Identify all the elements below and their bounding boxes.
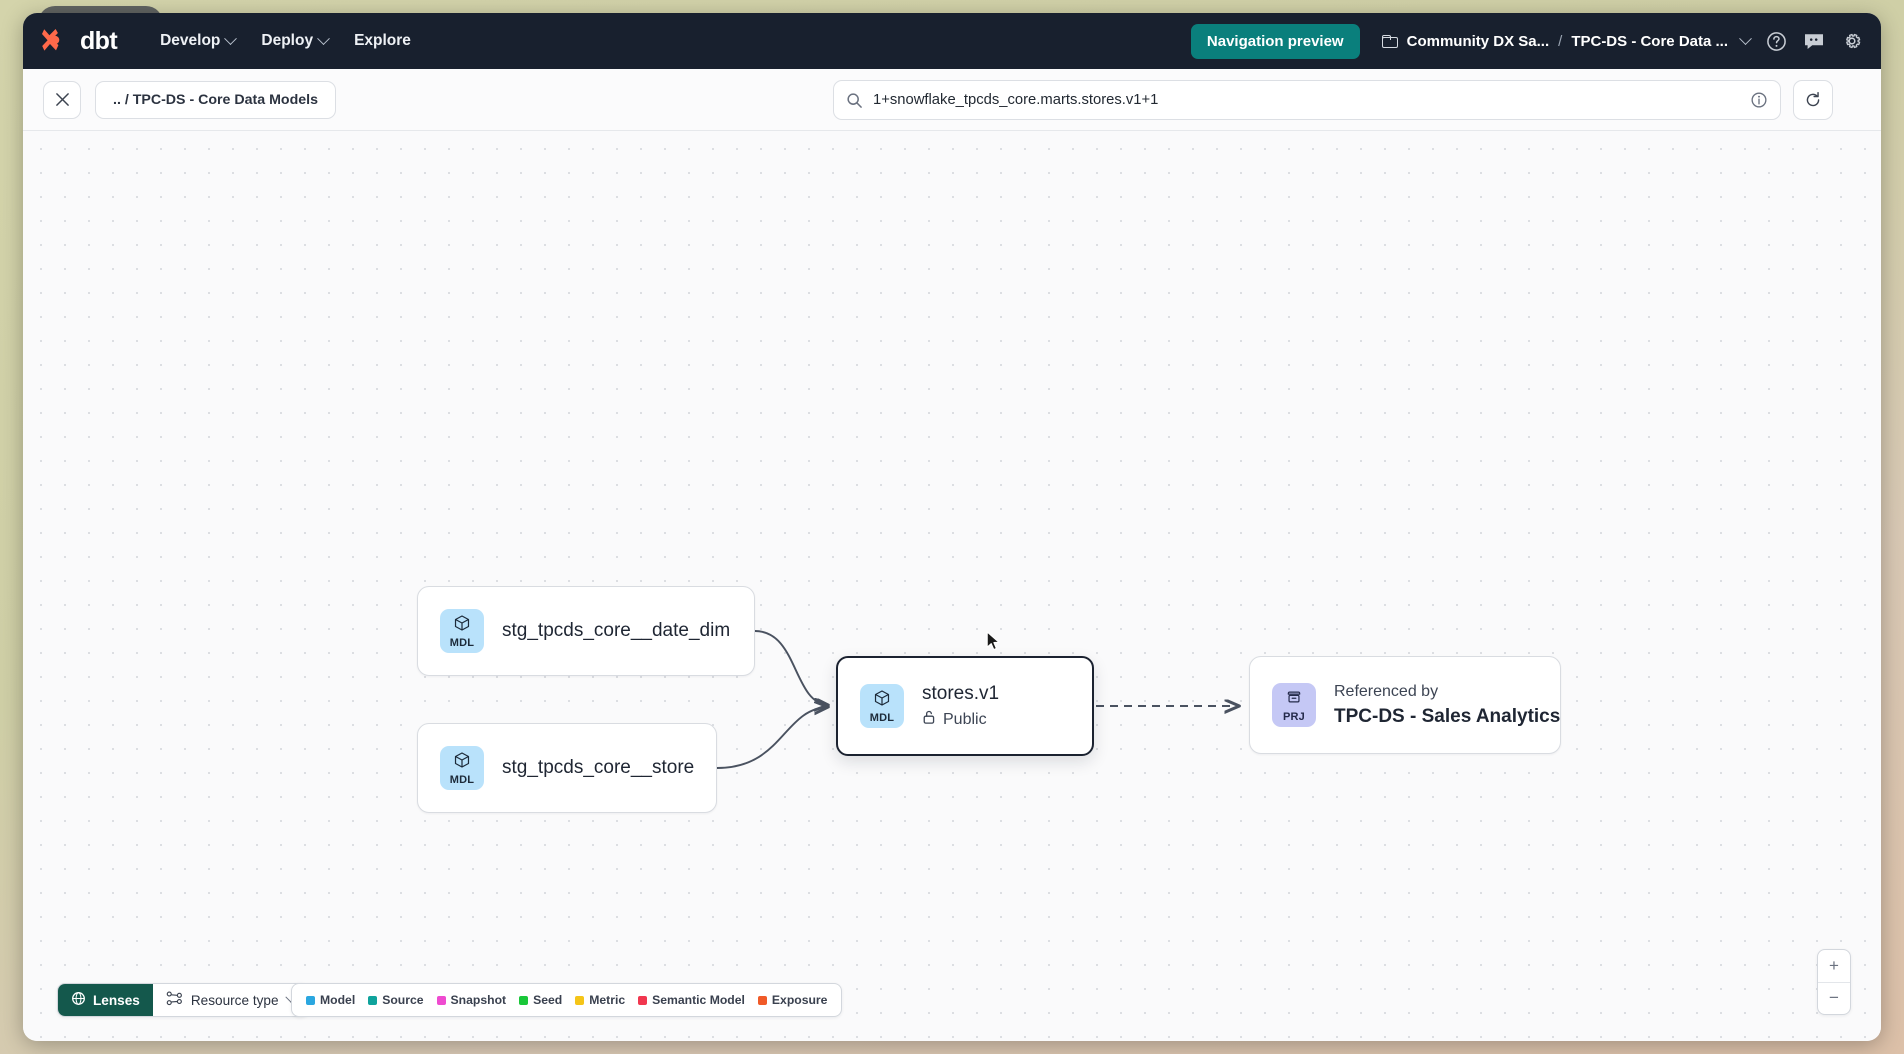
cube-icon — [873, 689, 891, 712]
dbt-x-icon — [41, 27, 71, 55]
info-icon[interactable] — [1750, 91, 1768, 109]
legend-swatch — [638, 995, 648, 1005]
legend-swatch — [368, 995, 378, 1005]
close-icon — [55, 93, 69, 106]
lens-icon — [71, 991, 86, 1009]
zoom-in-button[interactable]: + — [1818, 950, 1850, 983]
legend-swatch — [575, 995, 585, 1005]
badge-model: MDL — [440, 609, 484, 653]
node-text-column: Referenced by TPC-DS - Sales Analytics — [1334, 683, 1560, 728]
cube-icon — [453, 751, 471, 774]
close-lineage-button[interactable] — [43, 80, 81, 119]
breadcrumb-account[interactable]: Community DX Sa... — [1406, 32, 1550, 50]
legend-item-snapshot: Snapshot — [436, 993, 507, 1007]
badge-label: MDL — [449, 637, 475, 649]
legend-item-seed: Seed — [519, 993, 562, 1007]
lineage-node-selected[interactable]: MDL stores.v1 Public — [836, 656, 1094, 756]
legend-item-exposure: Exposure — [757, 993, 828, 1007]
search-box[interactable] — [833, 80, 1781, 120]
breadcrumb-separator: / — [1558, 32, 1563, 50]
dbt-wordmark: dbt — [80, 26, 118, 55]
badge-project: PRJ — [1272, 683, 1316, 727]
nav-item-develop[interactable]: Develop — [147, 25, 248, 57]
node-access-label: Public — [943, 710, 987, 728]
legend-label: Snapshot — [450, 993, 507, 1007]
top-navigation-bar: dbt Develop Deploy Explore Navigation pr… — [23, 13, 1881, 69]
lenses-control-group: Lenses Resource type — [57, 983, 309, 1017]
badge-label: PRJ — [1283, 711, 1305, 723]
legend-label: Exposure — [771, 993, 828, 1007]
chevron-down-icon — [317, 31, 330, 45]
legend-label: Seed — [533, 993, 563, 1007]
node-kicker: Referenced by — [1334, 682, 1439, 700]
legend-swatch — [757, 995, 767, 1005]
feedback-icon[interactable] — [1803, 31, 1825, 51]
legend-item-model: Model — [306, 993, 355, 1007]
legend-item-semantic-model: Semantic Model — [638, 993, 745, 1007]
legend-item-source: Source — [368, 993, 424, 1007]
node-access-row: Public — [922, 710, 999, 730]
edge-date-dim-to-stores — [754, 630, 828, 705]
folder-icon — [1381, 34, 1398, 48]
gear-icon[interactable] — [1841, 30, 1863, 52]
legend-label: Source — [382, 993, 424, 1007]
chevron-down-icon[interactable] — [1739, 31, 1752, 45]
legend-swatch — [436, 995, 446, 1005]
lineage-node-model[interactable]: MDL stg_tpcds_core__store — [417, 723, 717, 813]
lenses-button[interactable]: Lenses — [58, 984, 153, 1016]
resource-type-dropdown[interactable]: Resource type — [153, 984, 308, 1016]
breadcrumb: Community DX Sa... / TPC-DS - Core Data … — [1381, 31, 1752, 50]
unlock-icon — [922, 710, 936, 730]
node-title: stores.v1 — [922, 682, 1000, 704]
navigation-preview-button[interactable]: Navigation preview — [1190, 23, 1360, 59]
lenses-label: Lenses — [93, 992, 140, 1008]
node-title: TPC-DS - Sales Analytics — [1334, 705, 1561, 727]
legend-swatch — [306, 995, 315, 1005]
edge-store-to-stores — [716, 707, 828, 769]
legend-label: Model — [320, 993, 356, 1007]
legend-label: Semantic Model — [652, 993, 745, 1007]
lineage-edges — [716, 630, 1881, 769]
lineage-canvas[interactable]: MDL stg_tpcds_core__date_dim MDL stg_tpc… — [23, 131, 1881, 1041]
refresh-button[interactable] — [1793, 80, 1833, 120]
badge-label: MDL — [869, 712, 895, 724]
lineage-node-model[interactable]: MDL stg_tpcds_core__date_dim — [417, 586, 755, 676]
node-title: stg_tpcds_core__date_dim — [502, 620, 731, 641]
legend: Model Source Snapshot Seed — [291, 983, 843, 1017]
badge-model: MDL — [440, 746, 484, 790]
project-stack-icon — [1285, 688, 1303, 711]
search-area — [833, 80, 1833, 120]
nav-item-deploy-label: Deploy — [261, 32, 314, 49]
search-icon — [846, 92, 863, 109]
help-circle-icon[interactable] — [1766, 31, 1787, 52]
browser-window: dbt Develop Deploy Explore Navigation pr… — [23, 13, 1881, 1041]
legend-item-metric: Metric — [575, 993, 625, 1007]
cube-icon — [453, 614, 471, 637]
legend-swatch — [519, 995, 529, 1005]
nav-item-develop-label: Develop — [160, 32, 221, 49]
chevron-down-icon — [224, 31, 238, 45]
breadcrumb-button[interactable]: .. / TPC-DS - Core Data Models — [95, 80, 336, 119]
dbt-logo[interactable]: dbt — [41, 26, 118, 56]
nav-item-explore[interactable]: Explore — [341, 25, 424, 57]
badge-model: MDL — [860, 684, 904, 728]
lineage-node-project[interactable]: PRJ Referenced by TPC-DS - Sales Analyti… — [1249, 656, 1561, 754]
nav-item-deploy[interactable]: Deploy — [248, 25, 341, 57]
breadcrumb-project[interactable]: TPC-DS - Core Data ... — [1571, 32, 1728, 50]
legend-label: Metric — [589, 993, 626, 1007]
search-input[interactable] — [873, 92, 1740, 108]
nodes-icon — [166, 991, 183, 1009]
zoom-out-button[interactable]: − — [1829, 988, 1839, 1008]
node-title: stg_tpcds_core__store — [502, 757, 695, 778]
refresh-icon — [1806, 91, 1820, 107]
badge-label: MDL — [449, 774, 475, 786]
node-text-column: stores.v1 Public — [922, 683, 999, 730]
lineage-toolbar: .. / TPC-DS - Core Data Models — [23, 69, 1881, 131]
resource-type-label: Resource type — [190, 992, 279, 1008]
nav-item-explore-label: Explore — [354, 32, 411, 49]
zoom-controls: + − — [1817, 949, 1851, 1015]
mouse-cursor — [986, 631, 1000, 651]
